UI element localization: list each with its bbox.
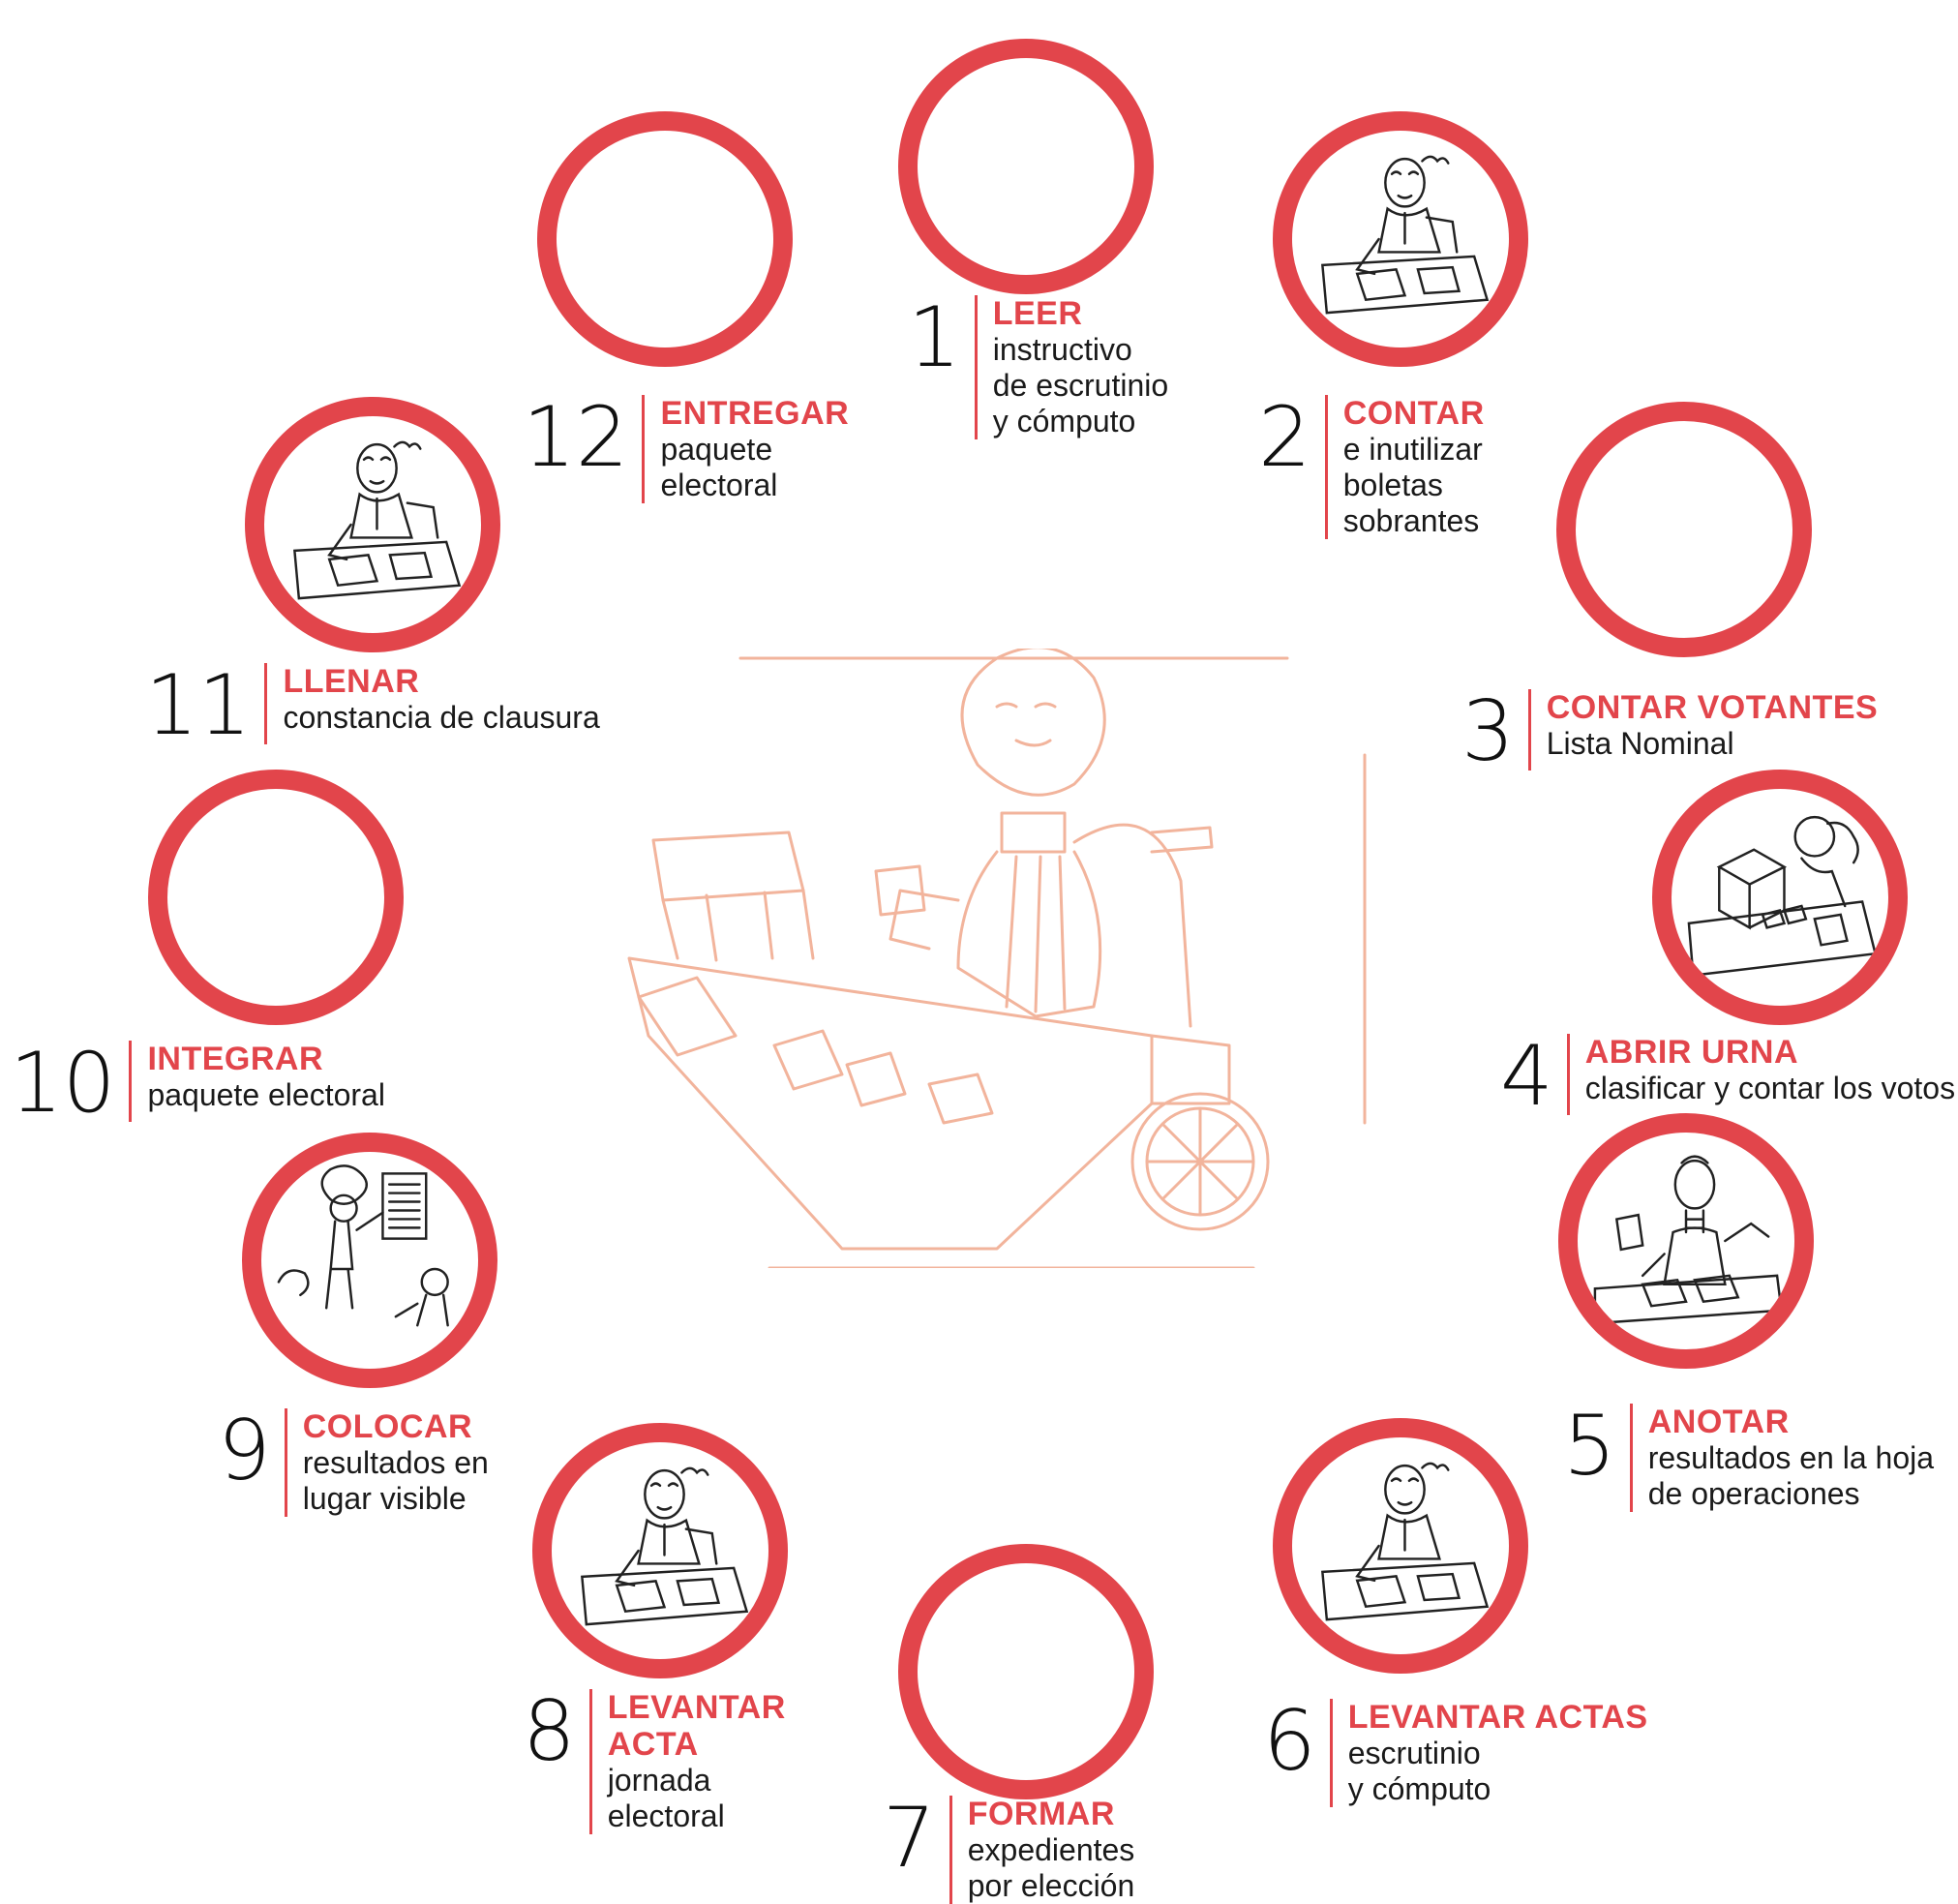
step-4-label: 4 ABRIR URNA clasificar y contar los vot… — [1500, 1034, 1955, 1115]
step-12-circle — [537, 111, 793, 367]
step-divider — [1567, 1034, 1570, 1115]
step-divider — [589, 1689, 592, 1834]
step-title: ABRIR URNA — [1585, 1034, 1955, 1071]
step-description: Lista Nominal — [1547, 726, 1878, 762]
open-ballot-box-illustration — [1672, 789, 1888, 1006]
step-number: 7 — [883, 1799, 936, 1877]
step-title: LEVANTAR ACTA — [608, 1689, 786, 1763]
official-writing-illustration — [1292, 131, 1509, 348]
step-divider — [642, 395, 645, 503]
step-7-circle — [898, 1544, 1154, 1799]
step-description: expedientes por elección — [968, 1832, 1135, 1904]
step-description: escrutinio y cómputo — [1348, 1736, 1648, 1807]
step-number: 5 — [1563, 1407, 1616, 1485]
official-writing-illustration — [552, 1442, 768, 1659]
step-description: clasificar y contar los votos — [1585, 1071, 1955, 1106]
step-3-label: 3 CONTAR VOTANTES Lista Nominal — [1461, 689, 1878, 771]
step-10-circle — [148, 770, 404, 1025]
step-description: e inutilizar boletas sobrantes — [1343, 432, 1485, 539]
step-number: 9 — [218, 1412, 271, 1490]
step-number: 12 — [523, 399, 628, 476]
step-8-label: 8 LEVANTAR ACTA jornada electoral — [523, 1689, 786, 1834]
step-number: 11 — [145, 667, 251, 744]
step-title: FORMAR — [968, 1796, 1135, 1832]
step-description: constancia de clausura — [283, 700, 599, 736]
step-7-label: 7 FORMAR expedientes por elección — [883, 1796, 1134, 1904]
center-illustration-official-at-table — [610, 649, 1374, 1268]
step-3-circle — [1556, 402, 1812, 657]
step-1-label: 1 LEER instructivo de escrutinio y cómpu… — [908, 295, 1168, 439]
step-divider — [1330, 1699, 1333, 1807]
step-9-circle — [242, 1133, 497, 1388]
step-number: 3 — [1461, 693, 1515, 771]
step-number: 10 — [10, 1044, 115, 1122]
step-11-circle — [245, 397, 500, 652]
step-title: CONTAR — [1343, 395, 1485, 432]
step-2-label: 2 CONTAR e inutilizar boletas sobrantes — [1258, 395, 1485, 539]
step-number: 1 — [908, 299, 961, 377]
step-title: LEER — [993, 295, 1168, 332]
step-8-circle — [532, 1423, 788, 1678]
step-divider — [949, 1796, 952, 1904]
step-description: resultados en lugar visible — [303, 1445, 489, 1517]
step-11-label: 11 LLENAR constancia de clausura — [145, 663, 600, 744]
step-divider — [1630, 1404, 1633, 1512]
step-title: ANOTAR — [1648, 1404, 1934, 1440]
step-description: paquete electoral — [147, 1077, 385, 1113]
step-title: LEVANTAR ACTAS — [1348, 1699, 1648, 1736]
step-12-label: 12 ENTREGAR paquete electoral — [523, 395, 849, 503]
step-divider — [1528, 689, 1531, 771]
official-writing-illustration — [264, 416, 481, 633]
step-title: ENTREGAR — [660, 395, 849, 432]
step-2-circle — [1273, 111, 1528, 367]
step-description: instructivo de escrutinio y cómputo — [993, 332, 1168, 439]
step-title: INTEGRAR — [147, 1041, 385, 1077]
step-number: 8 — [523, 1693, 576, 1770]
step-number: 4 — [1500, 1038, 1553, 1115]
step-divider — [975, 295, 978, 439]
step-description: jornada electoral — [608, 1763, 786, 1834]
step-title: COLOCAR — [303, 1408, 489, 1445]
official-writing-illustration — [1292, 1437, 1509, 1654]
step-title: CONTAR VOTANTES — [1547, 689, 1878, 726]
step-divider — [1325, 395, 1328, 539]
step-4-circle — [1652, 770, 1908, 1025]
writing-results-illustration — [1578, 1133, 1794, 1349]
step-number: 6 — [1263, 1703, 1316, 1780]
posting-results-illustration — [261, 1152, 478, 1369]
step-description: resultados en la hoja de operaciones — [1648, 1440, 1934, 1512]
step-6-circle — [1273, 1418, 1528, 1674]
step-divider — [264, 663, 267, 744]
step-divider — [285, 1408, 287, 1517]
step-9-label: 9 COLOCAR resultados en lugar visible — [218, 1408, 489, 1517]
step-5-circle — [1558, 1113, 1814, 1369]
step-description: paquete electoral — [660, 432, 849, 503]
step-5-label: 5 ANOTAR resultados en la hoja de operac… — [1563, 1404, 1934, 1512]
step-6-label: 6 LEVANTAR ACTAS escrutinio y cómputo — [1263, 1699, 1648, 1807]
step-number: 2 — [1258, 399, 1311, 476]
step-1-circle — [898, 39, 1154, 294]
step-title: LLENAR — [283, 663, 599, 700]
step-10-label: 10 INTEGRAR paquete electoral — [10, 1041, 385, 1122]
step-divider — [129, 1041, 132, 1122]
